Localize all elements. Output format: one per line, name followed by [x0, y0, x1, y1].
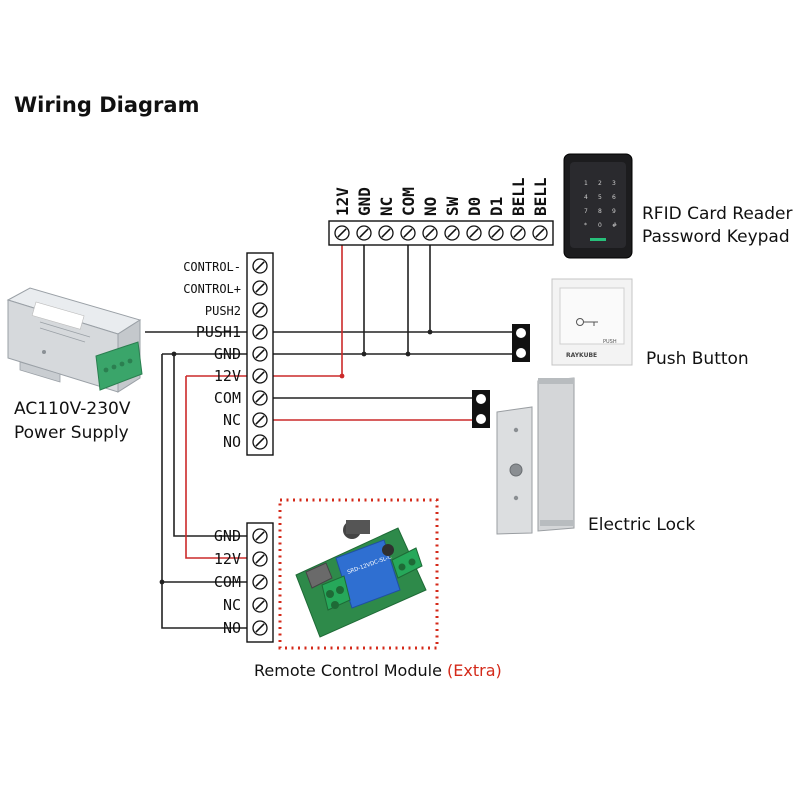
svg-text:3: 3: [612, 180, 616, 187]
rfid-label-d1-8: D1: [487, 197, 506, 216]
remote-block-screw-2: [252, 551, 268, 567]
svg-text:5: 5: [598, 194, 602, 201]
main-block-label-no-9: NO: [223, 433, 241, 451]
svg-text:2: 2: [598, 180, 602, 187]
remote-block-label-12v-2: 12V: [214, 550, 241, 568]
main-block-screw-7: [252, 390, 268, 406]
svg-text:1: 1: [584, 180, 588, 187]
rfid-label-line2: Password Keypad: [642, 227, 790, 247]
rfid-label-bell-10: BELL: [531, 177, 550, 216]
push-button-device: PUSH RAYKUBE: [551, 278, 633, 366]
rfid-label-no-5: NO: [421, 197, 440, 216]
main-block-screw-2: [252, 280, 268, 296]
rfid-screw-10: [532, 225, 548, 241]
rfid-screw-9: [510, 225, 526, 241]
remote-module-label: Remote Control Module (Extra): [254, 661, 502, 680]
main-block-label-push1-4: PUSH1: [196, 323, 241, 341]
rfid-label-d0-7: D0: [465, 197, 484, 216]
remote-module-extra-label: (Extra): [447, 661, 502, 680]
rfid-label-nc-3: NC: [377, 197, 396, 216]
power-supply-label-line1: AC110V-230V: [14, 399, 131, 419]
push-button-label: Push Button: [646, 349, 749, 369]
main-block-screw-8: [252, 412, 268, 428]
remote-block-screw-1: [252, 528, 268, 544]
svg-text:7: 7: [584, 208, 588, 215]
remote-terminal-block: GND 12V COM NC NO: [214, 522, 274, 643]
main-block-label-control-1: CONTROL-: [183, 260, 241, 274]
main-block-label-gnd-5: GND: [214, 345, 241, 363]
rfid-keypad-device: 1 2 3 4 5 6 7 8 9 * 0 #: [563, 153, 633, 259]
electric-lock-connector: [472, 390, 490, 428]
rfid-screw-8: [488, 225, 504, 241]
main-block-label-12v-6: 12V: [214, 367, 241, 385]
remote-block-screw-5: [252, 620, 268, 636]
remote-block-screw-4: [252, 597, 268, 613]
remote-block-label-gnd-1: GND: [214, 527, 241, 545]
svg-text:8: 8: [598, 208, 602, 215]
main-block-screw-5: [252, 346, 268, 362]
svg-text:9: 9: [612, 208, 616, 215]
remote-block-label-no-5: NO: [223, 619, 241, 637]
push-button-brand: RAYKUBE: [566, 352, 597, 359]
remote-module-dotted-frame: [278, 498, 439, 650]
rfid-label-12v-1: 12V: [333, 187, 352, 216]
rfid-screw-7: [466, 225, 482, 241]
svg-text:*: *: [584, 222, 587, 229]
main-block-screw-4: [252, 324, 268, 340]
push-button-key-text: PUSH: [603, 339, 617, 345]
main-block-screw-1: [252, 258, 268, 274]
main-block-label-control-2: CONTROL+: [183, 282, 241, 296]
remote-block-label-com-3: COM: [214, 573, 241, 591]
diagram-title: Wiring Diagram: [14, 93, 199, 117]
rfid-screw-4: [400, 225, 416, 241]
svg-text:6: 6: [612, 194, 616, 201]
remote-block-screw-3: [252, 574, 268, 590]
rfid-screw-6: [444, 225, 460, 241]
rfid-label-gnd-2: GND: [355, 187, 374, 216]
main-block-label-com-7: COM: [214, 389, 241, 407]
main-block-screw-9: [252, 434, 268, 450]
remote-module-device: SRD-12VDC-SL-C: [295, 520, 427, 638]
wires: [145, 233, 512, 629]
power-supply-device: [6, 287, 143, 393]
remote-module-label-text: Remote Control Module: [254, 661, 442, 680]
svg-text:#: #: [612, 222, 617, 229]
electric-lock-device: [496, 377, 575, 535]
rfid-screw-2: [356, 225, 372, 241]
rfid-label-com-4: COM: [399, 187, 418, 216]
electric-lock-label: Electric Lock: [588, 515, 695, 535]
main-block-screw-3: [252, 302, 268, 318]
main-block-label-nc-8: NC: [223, 411, 241, 429]
svg-text:0: 0: [598, 222, 602, 229]
main-block-screw-6: [252, 368, 268, 384]
rfid-label-sw-6: SW: [443, 196, 462, 216]
rfid-screw-1: [334, 225, 350, 241]
rfid-screw-3: [378, 225, 394, 241]
rfid-screw-5: [422, 225, 438, 241]
push-button-connector: [512, 324, 530, 362]
remote-block-label-nc-4: NC: [223, 596, 241, 614]
power-supply-label-line2: Power Supply: [14, 423, 129, 443]
rfid-label-line1: RFID Card Reader: [642, 204, 792, 224]
rfid-label-bell-9: BELL: [509, 177, 528, 216]
svg-text:4: 4: [584, 194, 588, 201]
main-block-label-push2-3: PUSH2: [205, 304, 241, 318]
